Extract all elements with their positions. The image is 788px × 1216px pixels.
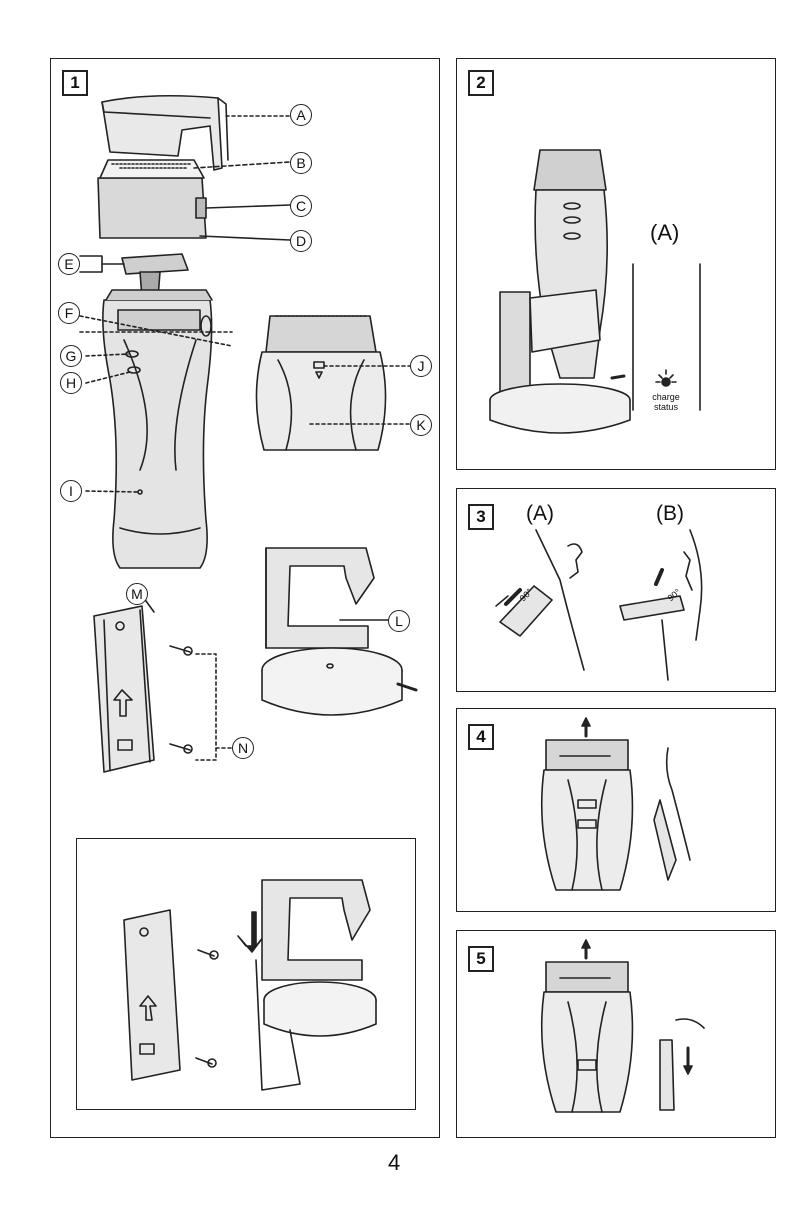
panel-2-shaver-on-stand-illustration bbox=[490, 150, 700, 433]
shaver-rear-illustration bbox=[256, 316, 410, 450]
charge-status-label-line2: status bbox=[646, 402, 686, 412]
callout-k: K bbox=[410, 414, 432, 436]
panel-3-label-a: (A) bbox=[526, 502, 554, 526]
page-number: 4 bbox=[388, 1150, 400, 1176]
wall-bracket-illustration bbox=[94, 590, 232, 772]
callout-m: M bbox=[126, 583, 148, 605]
panel-3-shaving-illustration bbox=[496, 530, 702, 680]
foil-frame-illustration bbox=[98, 160, 290, 240]
callout-n: N bbox=[232, 737, 254, 759]
panel-4-trimmer-illustration bbox=[542, 718, 690, 890]
callout-c: C bbox=[290, 195, 312, 217]
callout-i: I bbox=[60, 480, 82, 502]
callout-h: H bbox=[60, 372, 82, 394]
callout-b: B bbox=[290, 152, 312, 174]
callout-f: F bbox=[58, 302, 80, 324]
callout-l: L bbox=[388, 610, 410, 632]
outer-foil-cover-illustration bbox=[102, 96, 290, 170]
callout-e: E bbox=[58, 253, 80, 275]
charging-stand-illustration bbox=[262, 548, 416, 715]
callout-g: G bbox=[60, 345, 82, 367]
inset-mounting-illustration bbox=[124, 880, 376, 1090]
panel-5-trimmer-illustration bbox=[542, 940, 704, 1112]
panel-3-label-b: (B) bbox=[656, 502, 684, 526]
panel-2-label-a: (A) bbox=[650, 220, 679, 246]
callout-j: J bbox=[410, 355, 432, 377]
callout-d: D bbox=[290, 230, 312, 252]
shaver-body-illustration bbox=[80, 290, 232, 568]
charge-status-label-line1: charge bbox=[646, 392, 686, 402]
callout-a: A bbox=[290, 104, 312, 126]
